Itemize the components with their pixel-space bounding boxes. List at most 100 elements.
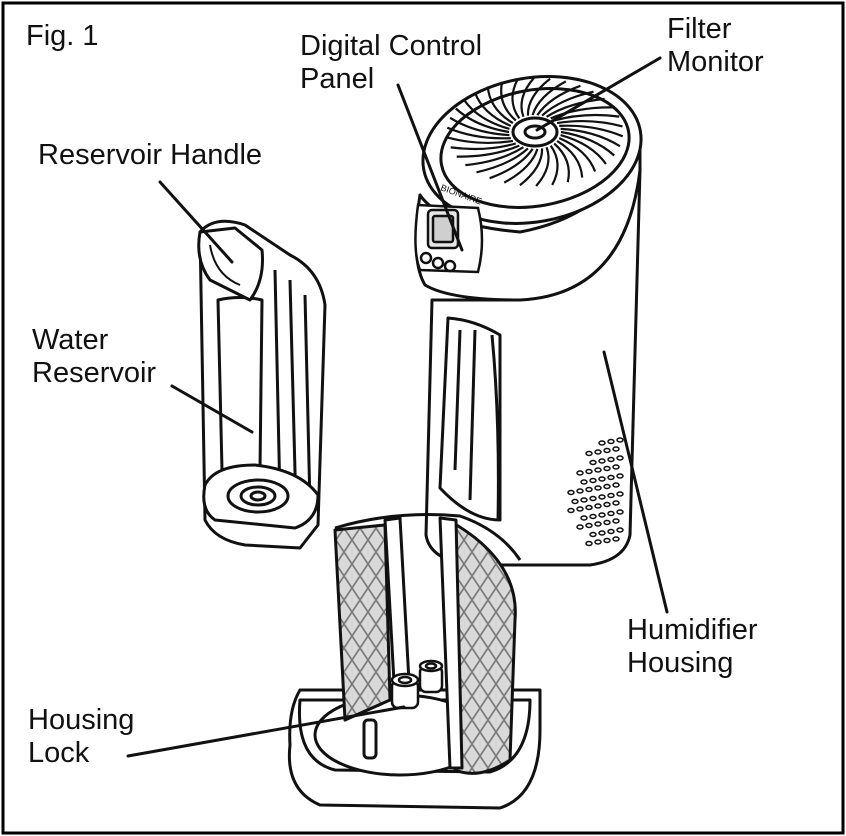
grille-spoke [476,147,529,174]
vent-hole [594,449,602,455]
vent-hole [616,437,624,443]
vent-hole [616,491,624,497]
label-housing-lock: Housing Lock [28,704,135,769]
grille-spoke [536,84,581,116]
grille-spoke [446,126,511,140]
grille-spoke [546,97,605,118]
vent-hole [585,486,593,493]
grille-spoke [535,146,550,187]
grille-spoke [526,77,551,116]
vent-hole [612,464,620,470]
vent-hole [616,527,624,533]
wick-filter-drawing [333,513,522,775]
vent-hole [576,506,584,512]
grille-spoke [463,99,510,130]
grille-spoke [500,81,517,122]
vent-hole [607,492,615,499]
label-humidifier-housing: Humidifier Housing [627,614,758,679]
leader-housing-lock [126,705,406,758]
figure-title: Fig. 1 [24,20,101,53]
leader-lines [126,56,669,758]
vent-hole [589,495,597,502]
label-water-reservoir: Water Reservoir [32,324,157,389]
vent-hole [612,446,620,452]
vent-hole [598,458,606,464]
vent-hole [594,539,602,545]
grille-spoke [503,148,539,184]
vent-hole [607,456,615,463]
grille-spoke [559,124,624,138]
grille-spoke [489,148,534,180]
vent-hole [616,455,624,461]
vent-hole [598,494,606,500]
grille-spoke [558,137,597,172]
vent-hole [594,521,602,527]
vent-hole [589,531,597,538]
vent-hole [576,524,584,530]
vent-hole [571,498,579,505]
housing-lock-drawing [390,659,444,710]
vent-hole [567,489,575,496]
grille-spoke [455,107,510,134]
vent-hole [603,465,611,472]
grille-spoke [486,86,514,125]
vent-hole [594,467,602,473]
grille-spoke [556,139,584,178]
grille-spoke [560,134,607,165]
vent-hole [603,447,611,454]
grille-spoke [560,127,621,148]
vent-hole [603,519,611,526]
grille-spoke [456,144,520,158]
vent-hole [598,440,606,446]
grille-spoke [450,142,517,151]
grille-spoke [553,142,570,183]
grille-spoke [511,78,521,120]
vent-hole [603,501,611,508]
grille-spoke [553,113,620,122]
fan-grille-icon [446,77,624,187]
grille-spoke [520,77,535,118]
vent-hole [576,470,584,476]
grille-spoke [556,120,623,128]
button-icon [443,259,457,273]
grille-spoke [519,148,544,187]
label-reservoir-handle: Reservoir Handle [38,139,263,171]
vent-hole [567,507,575,514]
leader-digital-control-panel [396,83,464,252]
vent-hole [607,510,615,517]
leader-water-reservoir [170,384,254,434]
vent-hole [585,522,593,529]
vent-hole [612,500,620,506]
vent-hole [598,530,606,536]
vent-hole [585,540,593,547]
vent-hole [589,459,597,466]
grille-spoke [550,106,614,120]
vent-hole [612,518,620,524]
grille-spoke [465,146,524,167]
vent-hole [589,513,597,520]
button-icon [431,256,445,270]
vent-hole [607,474,615,481]
grille-spoke [447,136,514,144]
grille-spoke [449,116,510,137]
button-icon [419,251,433,265]
vent-hole [580,515,588,521]
vent-hole [589,477,597,484]
grille-spoke [531,80,567,116]
grille-spoke [541,90,594,117]
vent-holes [567,437,624,547]
vent-hole [580,497,588,503]
vent-hole [607,528,615,535]
vent-hole [598,476,606,482]
vent-hole [594,503,602,509]
vent-hole [603,537,611,544]
vent-hole [612,536,620,542]
leader-humidifier-housing [602,350,669,614]
leader-filter-monitor [535,56,662,132]
vent-hole [594,485,602,491]
vent-hole [612,482,620,488]
label-filter-monitor: Filter Monitor [667,13,764,78]
